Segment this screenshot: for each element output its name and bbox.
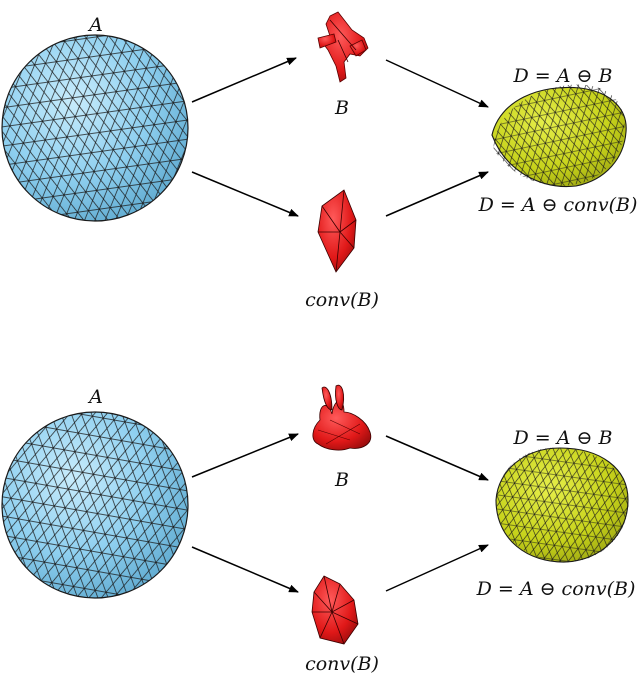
airplane-shape xyxy=(317,11,369,83)
hull-label-bottom: conv(B) xyxy=(305,653,379,675)
shape-label-bottom: B xyxy=(334,469,349,491)
result-shape-top xyxy=(483,74,636,200)
bunny-hull-shape xyxy=(311,575,359,645)
arrow-hull-to-result-top xyxy=(385,171,489,217)
arrow-sphere-to-hull-bottom xyxy=(191,546,299,593)
sphere-a-bottom xyxy=(0,397,203,613)
hull-label-top: conv(B) xyxy=(305,289,379,311)
arrow-sphere-to-shape-top xyxy=(191,57,297,103)
airplane-hull-shape xyxy=(317,189,357,273)
arrow-sphere-to-shape-bottom xyxy=(191,433,299,478)
sphere-label-bottom: A xyxy=(87,386,103,408)
arrow-shape-to-result-bottom xyxy=(385,435,489,481)
result-label-1-bottom: D = A ⊖ B xyxy=(513,427,613,449)
bunny-shape xyxy=(312,384,372,451)
sphere-label-top: A xyxy=(87,14,103,36)
result-shape-bottom xyxy=(488,439,636,571)
result-label-1-top: D = A ⊖ B xyxy=(513,65,613,87)
result-label-2-top: D = A ⊖ conv(B) xyxy=(478,194,638,216)
arrow-shape-to-result-top xyxy=(385,59,489,108)
panel-top: A B conv(B) D = A ⊖ B D = xyxy=(0,11,638,311)
arrow-hull-to-result-bottom xyxy=(385,544,489,592)
arrow-sphere-to-hull-top xyxy=(191,171,299,217)
shape-label-top: B xyxy=(334,97,349,119)
result-label-2-bottom: D = A ⊖ conv(B) xyxy=(476,578,636,600)
sphere-a-top xyxy=(0,22,201,234)
panel-bottom: A B conv(B) D = A ⊖ B D = xyxy=(0,384,636,675)
